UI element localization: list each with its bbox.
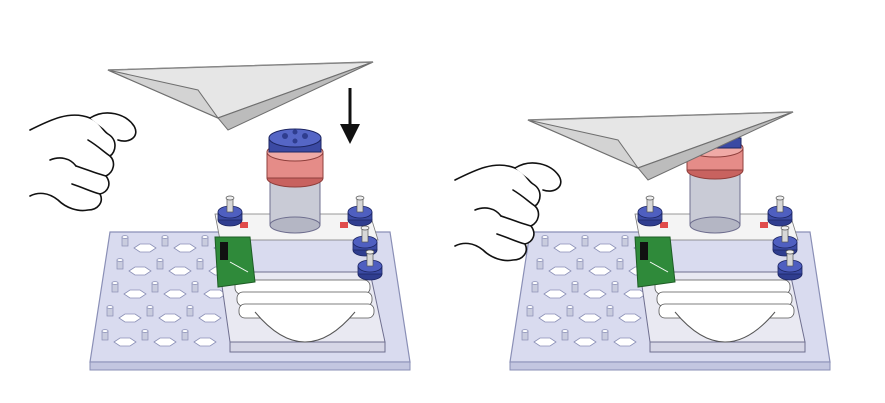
down-arrow-icon	[340, 88, 360, 144]
circuit-apparatus-before	[90, 157, 410, 370]
magnet-stack-before	[266, 128, 324, 188]
panel-after	[454, 111, 830, 370]
panel-before	[29, 61, 410, 370]
hand-before	[29, 112, 137, 212]
paper-plane-after	[527, 111, 794, 181]
paper-plane-before	[107, 61, 374, 131]
